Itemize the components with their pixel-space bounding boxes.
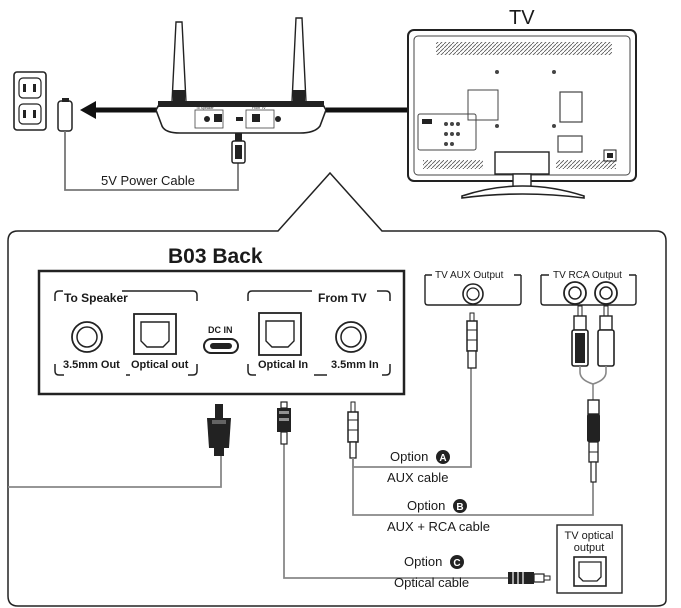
tv-aux-output-label: TV AUX Output <box>435 270 504 281</box>
router-dc-plug-icon <box>231 133 246 164</box>
aux-rca-cable-label: AUX + RCA cable <box>387 519 490 534</box>
optical-plug-b03-icon <box>277 401 291 445</box>
power-cable-label: 5V Power Cable <box>101 173 195 188</box>
tv-optical-output-box <box>556 524 623 594</box>
port-optical-in-label: Optical In <box>258 359 308 371</box>
aux-rca-cable-line <box>352 458 594 516</box>
aux-cable-label: AUX cable <box>387 470 448 485</box>
aux-plug-rca-icon <box>587 399 600 483</box>
router-device: To Speaker From TV <box>155 17 327 134</box>
optical-cable-line <box>283 444 508 579</box>
option-b-label: Option <box>407 498 445 513</box>
from-tv-label: From TV <box>318 291 367 305</box>
aux-plug-b03-icon <box>347 401 359 459</box>
tv-rca-output-label: TV RCA Output <box>553 270 622 281</box>
port-35mm-in-label: 3.5mm In <box>331 359 379 371</box>
tv-aux-output-box <box>424 274 522 306</box>
tv-label: TV <box>509 7 535 29</box>
aux-plug-tv-icon <box>466 312 478 369</box>
rca-plugs-icon <box>571 305 615 400</box>
to-speaker-bracket <box>54 290 198 376</box>
tv-back-panel <box>407 29 637 199</box>
port-optical-out-label: Optical out <box>131 359 189 371</box>
router-from-tv-label: From TV <box>252 106 266 110</box>
device-title: B03 Back <box>168 245 263 268</box>
dc-in-label: DC IN <box>208 325 233 335</box>
to-speaker-label: To Speaker <box>64 291 128 305</box>
power-cable-line <box>64 131 239 191</box>
optical-in-port-icon <box>258 312 302 356</box>
dc-plug-icon <box>207 404 231 456</box>
power-arrow-icon <box>80 101 160 119</box>
jack-35mm-out-icon <box>71 321 103 353</box>
optical-out-port-icon <box>133 313 177 355</box>
option-c-badge <box>450 555 464 569</box>
dc-power-cable-line <box>8 456 222 488</box>
option-c-letter: C <box>453 558 460 569</box>
option-b-badge <box>453 499 467 513</box>
option-c-label: Option <box>404 554 442 569</box>
dc-in-port-inner <box>210 343 232 349</box>
option-a-badge <box>436 450 450 464</box>
port-35mm-out-label: 3.5mm Out <box>63 359 120 371</box>
router-to-speaker-label: To Speaker <box>196 106 215 110</box>
optical-cable-label: Optical cable <box>394 575 469 590</box>
option-a-letter: A <box>439 453 446 464</box>
tv-optical-label-line1: TV optical <box>565 530 614 542</box>
wall-outlet-icon <box>13 71 47 131</box>
from-tv-bracket <box>247 290 391 376</box>
optical-plug-tv-icon <box>508 572 551 584</box>
jack-35mm-in-icon <box>335 321 367 353</box>
tv-rca-output-box <box>540 274 637 306</box>
tv-optical-label-line2: output <box>574 542 605 554</box>
option-a-label: Option <box>390 449 428 464</box>
option-b-letter: B <box>456 502 463 513</box>
power-adapter-icon <box>57 98 73 132</box>
